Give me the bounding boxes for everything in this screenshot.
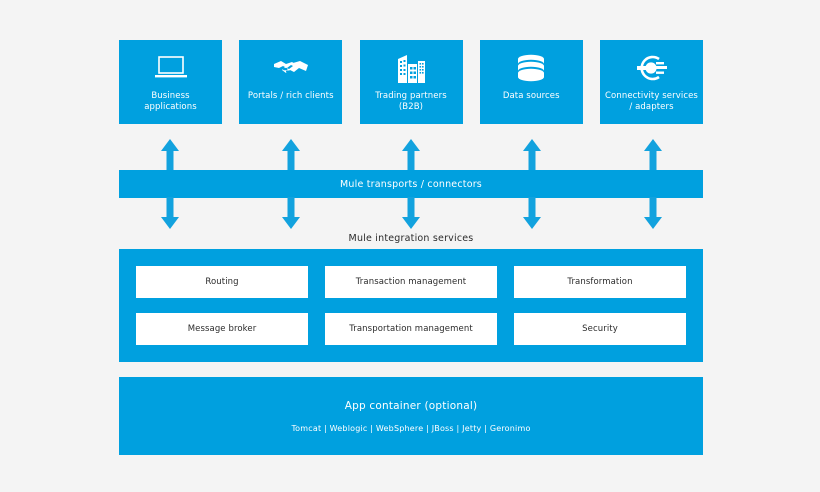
source-label: Portals / rich clients [247,91,334,101]
arrow-down-4 [522,197,542,229]
app-container-servers-list: Tomcat | Weblogic | WebSphere | JBoss | … [291,423,531,433]
source-systems-row: Business applications Portals / rich cli… [119,40,703,124]
handshake-icon [273,51,309,85]
connector-icon [635,51,669,85]
service-label: Message broker [187,324,257,334]
mule-integration-services-panel: Routing Transaction management Transform… [119,249,703,362]
source-label: Data sources [502,91,560,101]
service-label: Security [582,324,618,334]
mule-integration-services-title: Mule integration services [348,233,474,244]
database-icon [516,51,546,85]
mule-transports-bar[interactable]: Mule transports / connectors [119,170,703,198]
source-label: Business applications [144,91,197,112]
service-box-transportation-management[interactable]: Transportation management [325,313,497,345]
service-box-message-broker[interactable]: Message broker [136,313,308,345]
service-label: Routing [205,277,239,287]
source-box-business-applications[interactable]: Business applications [119,40,222,124]
service-label: Transportation management [349,324,473,334]
arrow-down-3 [401,197,421,229]
buildings-icon [395,51,427,85]
arrow-up-1 [160,139,180,171]
arrow-down-2 [281,197,301,229]
service-label: Transaction management [355,277,467,287]
source-box-connectivity-services[interactable]: Connectivity services / adapters [600,40,703,124]
mule-transports-label: Mule transports / connectors [340,178,482,190]
service-box-routing[interactable]: Routing [136,266,308,298]
arrow-down-1 [160,197,180,229]
services-row-1: Routing Transaction management Transform… [136,266,686,298]
services-row-2: Message broker Transportation management… [136,313,686,345]
service-label: Transformation [567,277,633,287]
laptop-icon [154,51,188,85]
service-box-security[interactable]: Security [514,313,686,345]
app-container-panel[interactable]: App container (optional) Tomcat | Weblog… [119,377,703,455]
arrow-up-2 [281,139,301,171]
arrow-up-5 [643,139,663,171]
service-box-transaction-management[interactable]: Transaction management [325,266,497,298]
arrow-up-3 [401,139,421,171]
arrow-down-5 [643,197,663,229]
arrow-up-4 [522,139,542,171]
service-box-transformation[interactable]: Transformation [514,266,686,298]
source-box-trading-partners[interactable]: Trading partners (B2B) [359,40,463,124]
source-label: Connectivity services / adapters [605,91,698,112]
source-box-data-sources[interactable]: Data sources [479,40,583,124]
source-box-portals-rich-clients[interactable]: Portals / rich clients [239,40,343,124]
app-container-title: App container (optional) [344,399,478,412]
source-label: Trading partners (B2B) [375,91,447,112]
